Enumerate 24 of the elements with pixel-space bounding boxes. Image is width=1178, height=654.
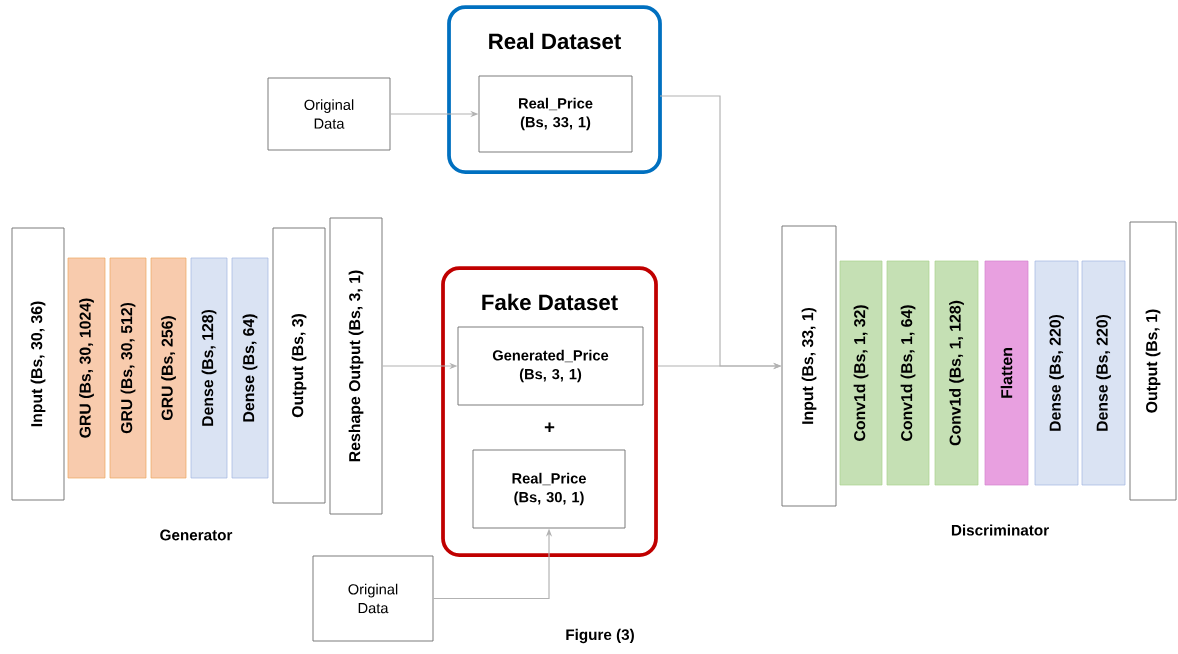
gru-layer-box: GRU (Bs, 30, 1024) [67,257,106,479]
layer-box: Real_Price (Bs, 30, 1) [472,449,626,529]
section-label: Generator [160,529,233,541]
gru-layer-box: GRU (Bs, 30, 512) [109,257,147,479]
layer-box: Real_Price (Bs, 33, 1) [478,75,633,153]
dense-layer-box: Dense (Bs, 64) [231,257,269,479]
flatten-layer-box: Flatten [984,260,1029,486]
dense-layer-box: Dense (Bs, 220) [1034,260,1079,486]
section-label: Discriminator [951,524,1049,536]
figure-caption: Figure (3) [566,628,634,644]
layer-box: Original Data [267,77,391,151]
layer-box: Original Data [312,555,434,642]
dense-layer-box: Dense (Bs, 128) [190,257,228,479]
conv-layer-box: Conv1d (Bs, 1, 128) [934,260,979,486]
conv-layer-box: Conv1d (Bs, 1, 64) [886,260,930,486]
dense-layer-box: Dense (Bs, 220) [1081,260,1126,486]
layer-box: Reshape Output (Bs, 3, 1) [329,217,383,515]
gru-layer-box: GRU (Bs, 256) [150,257,187,479]
layer-box: Input (Bs, 33, 1) [781,225,837,507]
layer-box: Input (Bs, 30, 36) [11,227,65,501]
layer-box: Output (Bs, 3) [272,227,326,504]
layer-box: Generated_Price (Bs, 3, 1) [457,326,644,406]
layer-box: Output (Bs, 1) [1129,221,1177,501]
conv-layer-box: Conv1d (Bs, 1, 32) [839,260,883,486]
